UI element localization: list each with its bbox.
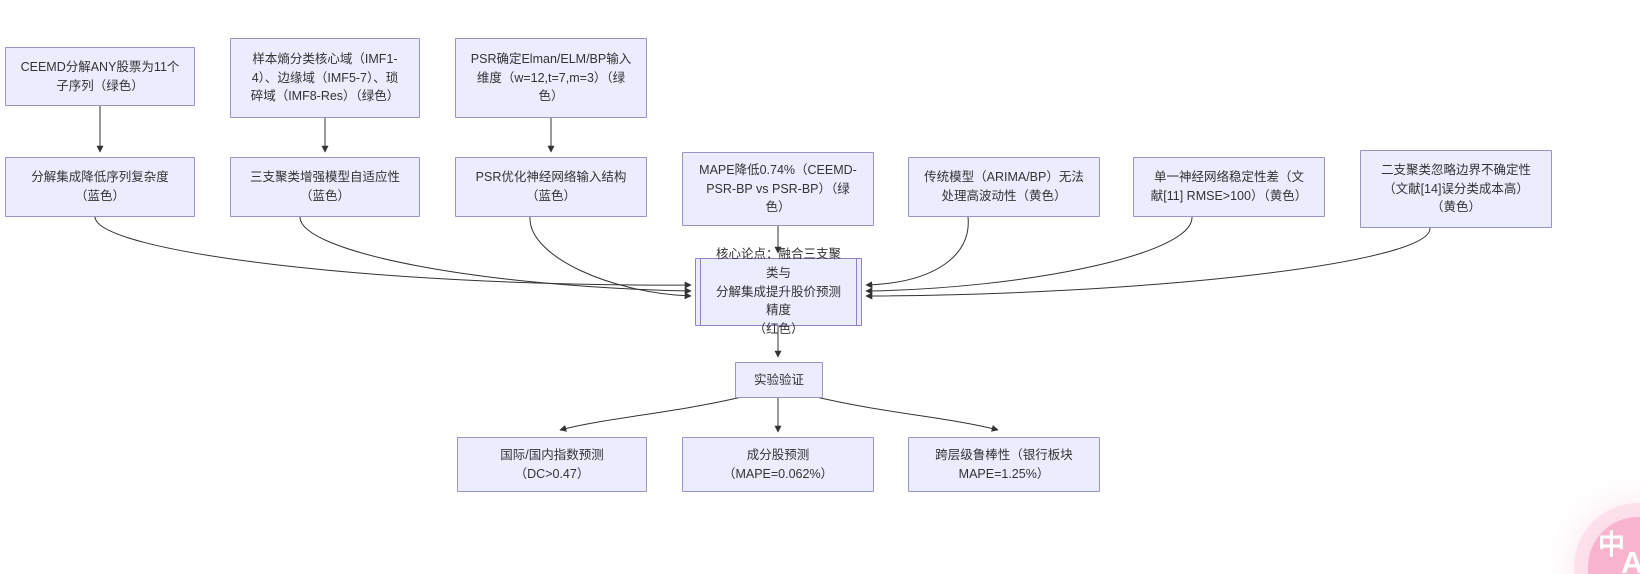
node-robustness: 跨层级鲁棒性（银行板块 MAPE=1.25%） (908, 437, 1100, 492)
node-three-way-adaptive: 三支聚类增强模型自适应性 （蓝色） (230, 157, 420, 217)
edge-decompose-to-core (94, 216, 692, 289)
subroutine-line-left-icon (700, 259, 701, 325)
node-psr-optimize: PSR优化神经网络输入结构 （蓝色） (455, 157, 647, 217)
node-mape-reduce: MAPE降低0.74%（CEEMD- PSR-BP vs PSR-BP）（绿 色… (682, 152, 874, 226)
node-core-thesis: 核心论点：融合三支聚类与 分解集成提升股价预测精度 （红色） (695, 247, 862, 336)
node-index-forecast: 国际/国内指数预测 （DC>0.47） (457, 437, 647, 492)
node-traditional-limit: 传统模型（ARIMA/BP）无法 处理高波动性（黄色） (908, 157, 1100, 217)
edge-psropt-to-core (529, 216, 692, 300)
badge-en-label: A (1621, 545, 1640, 574)
edge-traditional-to-core (865, 216, 969, 289)
edge-experiment-to-robustness (811, 395, 999, 432)
node-decompose-complexity: 分解集成降低序列复杂度 （蓝色） (5, 157, 195, 217)
node-core-thesis-label: 核心论点：融合三支聚类与 分解集成提升股价预测精度 （红色） (715, 247, 841, 337)
node-stock-forecast: 成分股预测 （MAPE=0.062%） (682, 437, 874, 492)
edge-experiment-to-index (559, 395, 747, 432)
language-toggle-badge[interactable]: 中 A (1588, 517, 1640, 574)
edge-threeway-to-core (299, 216, 692, 295)
node-sample-entropy: 样本熵分类核心域（IMF1- 4）、边缘域（IMF5-7）、琐 碎域（IMF8-… (230, 38, 420, 118)
subroutine-line-right-icon (856, 259, 857, 325)
node-ceemd-decompose: CEEMD分解ANY股票为11个 子序列（绿色） (5, 47, 195, 106)
node-two-way-limit: 二支聚类忽略边界不确定性 （文献[14]误分类成本高） （黄色） (1360, 150, 1552, 228)
edge-twoway-to-core (865, 227, 1431, 300)
node-single-nn-unstable: 单一神经网络稳定性差（文 献[11] RMSE>100）（黄色） (1133, 157, 1325, 217)
node-psr-dimension: PSR确定Elman/ELM/BP输入 维度（w=12,t=7,m=3）（绿 色… (455, 38, 647, 118)
badge-zh-label: 中 (1598, 530, 1625, 560)
node-experiment-validation: 实验验证 (735, 362, 823, 398)
edge-singlenn-to-core (865, 216, 1193, 295)
